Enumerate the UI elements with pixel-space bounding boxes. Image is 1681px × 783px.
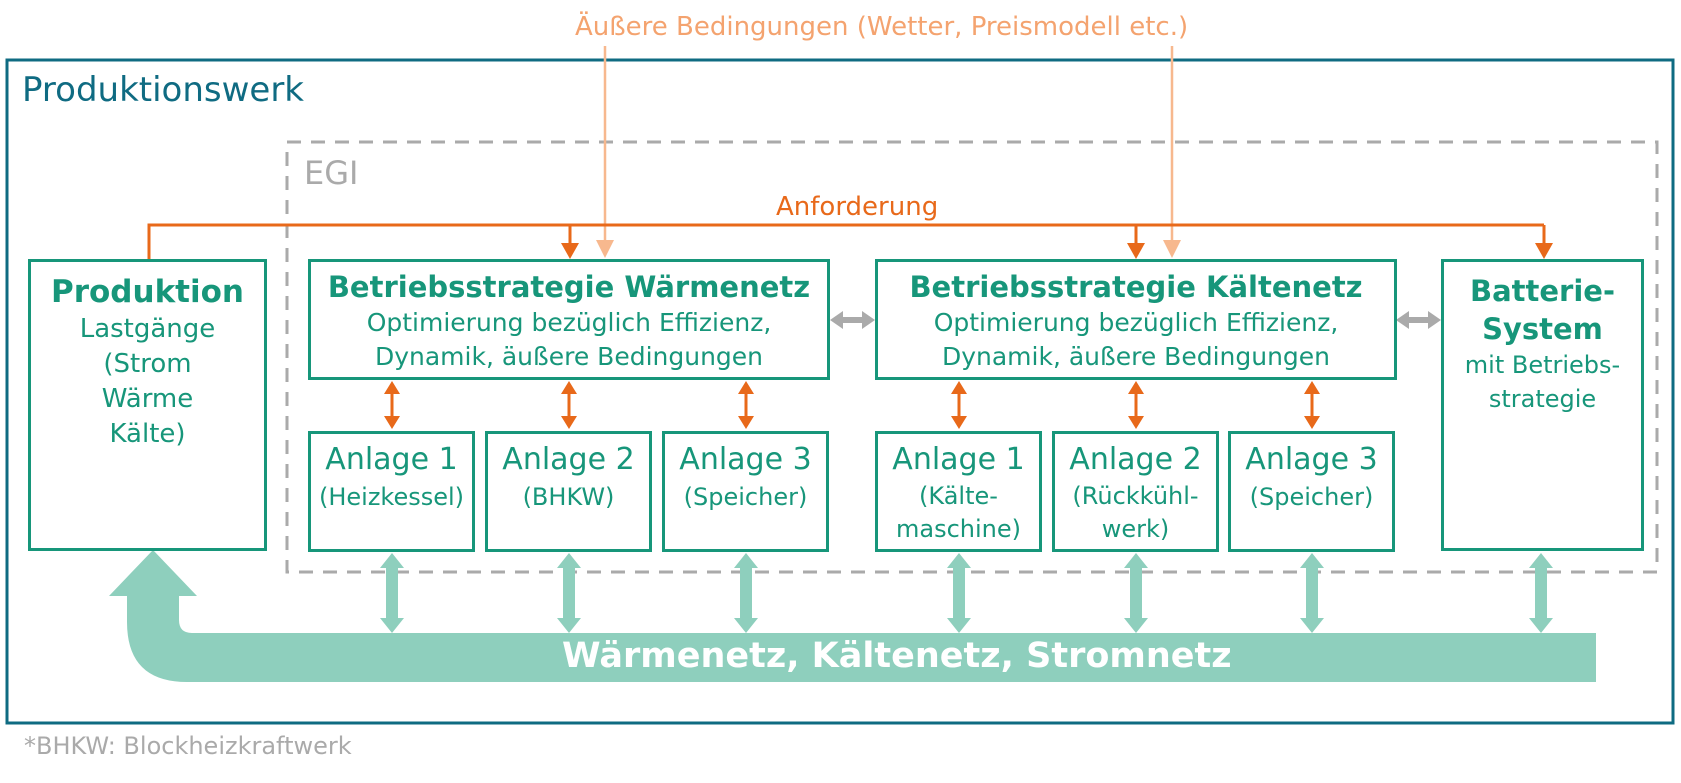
plant-desc: (Rückkühl- (1072, 482, 1199, 510)
network-label: Wärmenetz, Kältenetz, Stromnetz (562, 636, 1232, 676)
plant-desc: (Kälte- (919, 482, 998, 510)
plant-name: Anlage 1 (892, 442, 1025, 477)
cold-strategy-box: Betriebsstrategie Kältenetz Optimierung … (875, 259, 1397, 380)
plant-name: Anlage 3 (1245, 442, 1378, 477)
battery-line: mit Betriebs- (1464, 351, 1621, 379)
egi-frame (285, 140, 1659, 574)
plant-name: Anlage 1 (325, 442, 458, 477)
heat-strategy-line: Optimierung bezüglich Effizienz, (366, 308, 772, 337)
external-arrows (596, 46, 1181, 258)
plant-name: Anlage 2 (502, 442, 635, 477)
footnote: *BHKW: Blockheizkraftwerk (24, 732, 352, 760)
battery-box: Batterie- System mit Betriebs- strategie (1441, 259, 1644, 551)
battery-title: System (1482, 312, 1603, 346)
cold-strategy-line: Optimierung bezüglich Effizienz, (933, 308, 1339, 337)
plant-desc: maschine) (895, 515, 1021, 543)
external-conditions-label: Äußere Bedingungen (Wetter, Preismodell … (575, 12, 1189, 42)
cold-plant-1: Anlage 1 (Kälte- maschine) (875, 431, 1042, 552)
network-links (380, 553, 1553, 633)
network-return-arrow (109, 550, 1596, 682)
production-line: Lastgänge (79, 314, 216, 344)
plant-title: Produktionswerk (22, 70, 304, 110)
plant-name: Anlage 3 (679, 442, 812, 477)
heat-plant-2: Anlage 2 (BHKW) (485, 431, 652, 552)
cold-strategy-title: Betriebsstrategie Kältenetz (909, 270, 1363, 304)
production-line: Kälte) (109, 419, 186, 449)
plant-name: Anlage 2 (1069, 442, 1202, 477)
heat-strategy-box: Betriebsstrategie Wärmenetz Optimierung … (308, 259, 830, 380)
heat-plant-1: Anlage 1 (Heizkessel) (308, 431, 475, 552)
plant-desc: (Speicher) (1249, 483, 1374, 511)
cold-plant-3: Anlage 3 (Speicher) (1228, 431, 1395, 552)
cold-plant-2: Anlage 2 (Rückkühl- werk) (1052, 431, 1219, 552)
heat-strategy-line: Dynamik, äußere Bedingungen (374, 342, 764, 371)
strategy-peer-links (830, 311, 1441, 329)
battery-line: strategie (1488, 385, 1597, 413)
plant-frame (5, 58, 1675, 725)
request-label: Anforderung (776, 192, 939, 222)
heat-strategy-title: Betriebsstrategie Wärmenetz (327, 270, 811, 304)
plant-desc: (BHKW) (522, 483, 615, 511)
production-line: Wärme (101, 384, 194, 414)
egi-label: EGI (304, 154, 359, 192)
request-lines (147, 223, 1553, 260)
production-box: Produktion Lastgänge (Strom Wärme Kälte) (28, 259, 267, 551)
production-title: Produktion (51, 274, 244, 310)
heat-plant-3: Anlage 3 (Speicher) (662, 431, 829, 552)
strategy-plant-links (384, 381, 1320, 429)
plant-desc: (Heizkessel) (318, 483, 465, 511)
battery-title: Batterie- (1469, 274, 1615, 308)
cold-strategy-line: Dynamik, äußere Bedingungen (941, 342, 1331, 371)
plant-desc: (Speicher) (683, 483, 808, 511)
plant-desc: werk) (1101, 515, 1170, 543)
production-line: (Strom (103, 349, 192, 379)
